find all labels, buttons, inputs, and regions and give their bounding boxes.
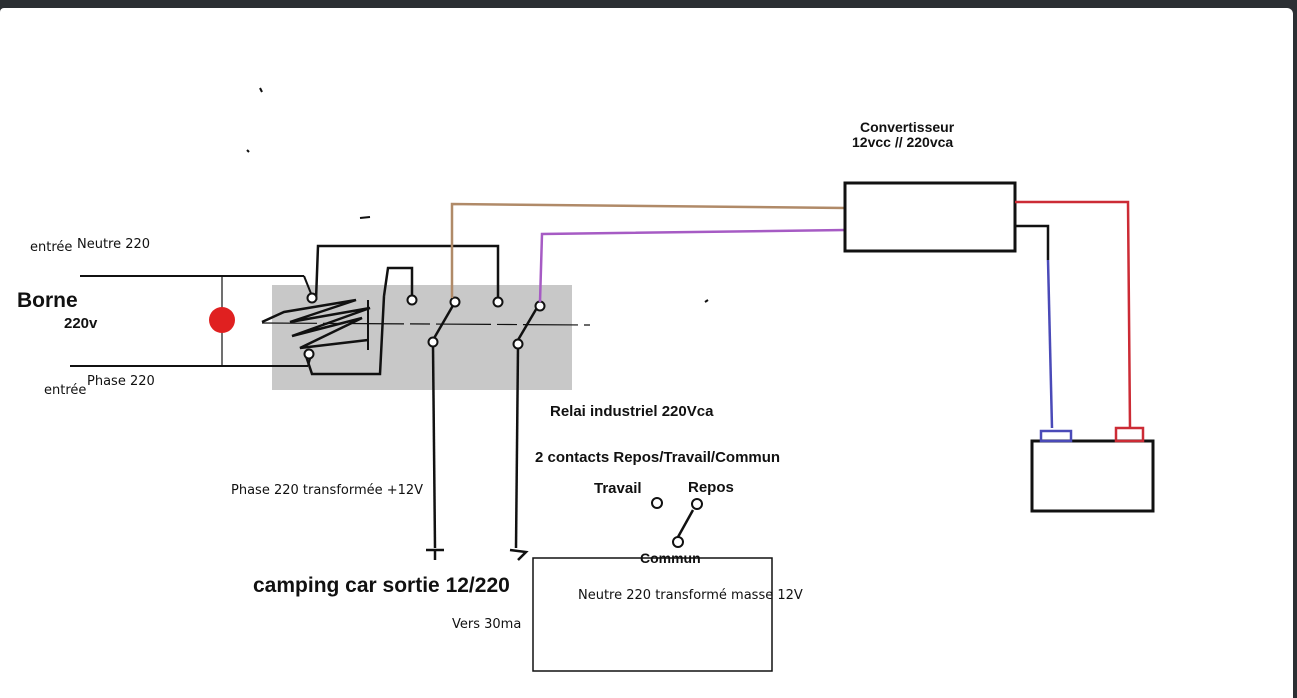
- battery-negative-terminal: [1039, 429, 1073, 443]
- indicator-lamp: [209, 307, 235, 333]
- commun-label: Commun: [640, 550, 701, 566]
- travail-label: Travail: [594, 480, 642, 497]
- battery-positive-terminal: [1114, 426, 1145, 443]
- wire-blue: [1046, 259, 1054, 429]
- entree-neutre-prefix: entrée: [30, 240, 73, 255]
- borne-voltage-label: 220v: [64, 315, 98, 332]
- wire-red: [1015, 200, 1132, 429]
- convertisseur-title: Convertisseur: [860, 119, 955, 135]
- relai-label: Relai industriel 220Vca: [550, 403, 714, 420]
- relay-wires: [304, 244, 540, 549]
- diagram-canvas: entrée Neutre 220 Borne 220v entrée Phas…: [0, 8, 1293, 698]
- battery: [1030, 439, 1155, 513]
- stray-marks: [246, 87, 709, 303]
- neutre-annotation-box: [532, 557, 773, 672]
- vers-30ma-label: Vers 30ma: [452, 617, 522, 632]
- relay-coil: [261, 298, 371, 350]
- converter-box: [843, 181, 1017, 253]
- wiring-diagram: [70, 87, 1155, 672]
- repos-label: Repos: [688, 479, 734, 496]
- entree-neutre-label: Neutre 220: [77, 237, 151, 252]
- neutre-transforme-label: Neutre 220 transformé masse 12V: [578, 588, 803, 603]
- relay-actuator-line: [261, 322, 591, 326]
- entree-phase-label: Phase 220: [87, 374, 155, 389]
- wire-purple: [538, 228, 847, 303]
- convertisseur-subtitle: 12vcc // 220vca: [852, 134, 954, 150]
- wire-black-battery: [1015, 224, 1050, 260]
- relay-contacts: [303, 292, 546, 360]
- entree-phase-prefix: entrée: [44, 383, 87, 398]
- camping-car-label: camping car sortie 12/220: [253, 574, 510, 597]
- phase-transformee-label: Phase 220 transformée +12V: [231, 483, 424, 498]
- output-terminals: [426, 548, 529, 561]
- contact-legend-switch: [651, 497, 703, 548]
- wire-brown: [450, 202, 847, 298]
- contacts-label: 2 contacts Repos/Travail/Commun: [535, 449, 781, 466]
- borne-label: Borne: [17, 289, 78, 312]
